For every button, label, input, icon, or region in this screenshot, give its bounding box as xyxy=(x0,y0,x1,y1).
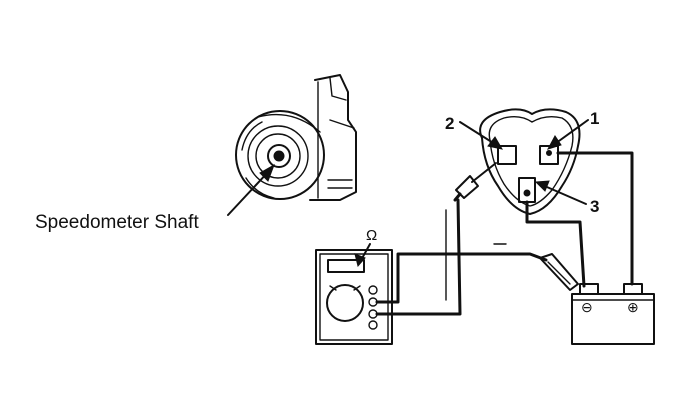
ohmmeter-jack xyxy=(368,320,378,330)
ohmmeter-symbol: Ω xyxy=(366,227,377,244)
terminal-2-arrowhead xyxy=(487,136,504,150)
terminal-3-label: 3 xyxy=(590,197,599,216)
wire-terminal-3-to-negative xyxy=(525,200,586,288)
speed-sensor xyxy=(235,74,357,201)
ohmmeter-arrowhead xyxy=(354,253,366,268)
shaft-leader-arrow xyxy=(227,163,275,216)
wire-ohmmeter-to-probe xyxy=(375,198,462,316)
sensor-connector xyxy=(479,108,581,215)
speedometer-shaft-label: Speedometer Shaft xyxy=(35,212,199,233)
terminal-3-arrowhead xyxy=(534,180,550,192)
wire-terminal-1-to-positive xyxy=(556,151,634,286)
battery xyxy=(571,283,655,345)
terminal-1-label: 1 xyxy=(590,109,599,128)
battery-clip xyxy=(539,253,579,291)
battery-negative-symbol: ⊖ xyxy=(581,299,593,315)
ohmmeter-display xyxy=(327,259,365,273)
ohmmeter xyxy=(315,249,393,345)
ohmmeter-jack xyxy=(368,285,378,295)
meter-probe-upper xyxy=(453,162,497,202)
terminal-2-label: 2 xyxy=(445,114,454,133)
terminal-1-arrowhead xyxy=(546,135,562,150)
wiring xyxy=(375,151,634,316)
terminal-3-leader xyxy=(539,183,587,205)
wire-ohmmeter-to-clip xyxy=(375,252,548,304)
ohmmeter-dial xyxy=(326,284,364,322)
battery-positive-symbol: ⊕ xyxy=(627,299,639,315)
